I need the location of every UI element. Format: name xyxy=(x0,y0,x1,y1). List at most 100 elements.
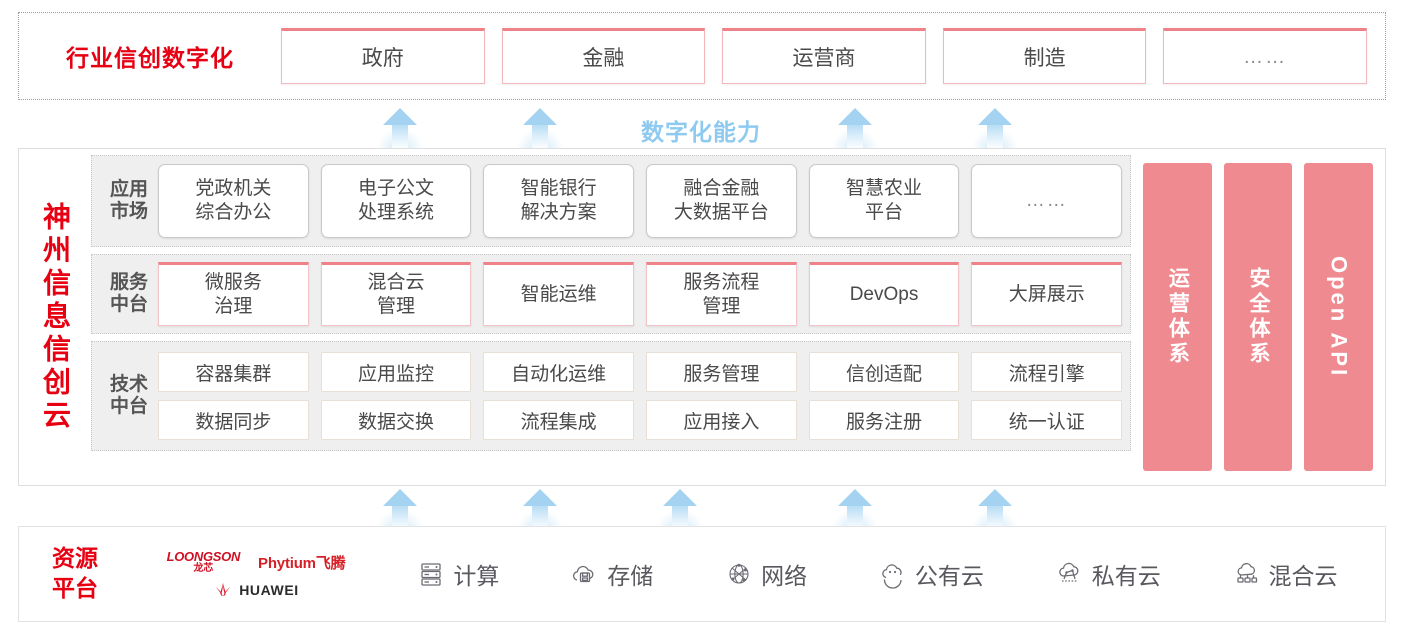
service-platform-box-list: 微服务治理 混合云管理 智能运维 服务流程管理 DevOps xyxy=(158,262,1123,326)
cloud-layers: 应用 市场 党政机关综合办公 电子公文处理系统 智能银行解决方案 融合金融大数据… xyxy=(91,149,1137,485)
resource-item-label: 计算 xyxy=(453,563,500,589)
pillar-operations-system[interactable]: 运营体系 xyxy=(1143,163,1212,471)
industry-band: 行业信创数字化 政府 金融 运营商 制造 …… xyxy=(18,12,1386,100)
tech-box-service-management[interactable]: 服务管理 xyxy=(646,352,797,392)
resource-item-compute[interactable]: 计算 xyxy=(416,557,499,591)
cloud-storage-icon xyxy=(570,559,600,589)
industry-box-manufacturing[interactable]: 制造 xyxy=(942,28,1147,84)
industry-box-label: 制造 xyxy=(1023,47,1066,70)
app-box-smart-bank[interactable]: 智能银行解决方案 xyxy=(483,164,635,238)
industry-box-more[interactable]: …… xyxy=(1163,28,1367,84)
app-box-line: 平台 xyxy=(865,202,904,223)
layer-application-market: 应用 市场 党政机关综合办公 电子公文处理系统 智能银行解决方案 融合金融大数据… xyxy=(91,155,1131,247)
resource-item-private-cloud[interactable]: 私有云 xyxy=(1055,557,1161,591)
svc-box-big-screen-display[interactable]: 大屏展示 xyxy=(971,262,1123,326)
hybrid-cloud-icon xyxy=(1232,559,1262,589)
up-arrow-icon xyxy=(832,108,878,150)
huawei-logo: HUAWEI xyxy=(213,582,299,598)
layer-label-line: 应用 xyxy=(109,179,148,201)
application-market-box-list: 党政机关综合办公 电子公文处理系统 智能银行解决方案 融合金融大数据平台 智慧农… xyxy=(158,164,1123,238)
svc-box-devops[interactable]: DevOps xyxy=(808,262,960,326)
app-box-edoc-system[interactable]: 电子公文处理系统 xyxy=(320,164,472,238)
loongson-logo-cn: 龙芯 xyxy=(193,563,214,574)
pillar-label: 安全体系 xyxy=(1247,267,1270,367)
tech-box-application-monitoring[interactable]: 应用监控 xyxy=(320,352,472,392)
up-arrow-icon xyxy=(517,489,563,531)
layer-label-line: 服务 xyxy=(109,272,148,294)
industry-box-label: 政府 xyxy=(361,47,404,70)
svc-box-line: 治理 xyxy=(214,296,253,317)
tech-box-xinchuang-adaptation[interactable]: 信创适配 xyxy=(808,352,960,392)
tech-box-process-integration[interactable]: 流程集成 xyxy=(483,400,635,440)
app-box-line: 智慧农业 xyxy=(846,178,923,200)
resource-item-label: 网络 xyxy=(761,563,808,589)
tech-box-application-access[interactable]: 应用接入 xyxy=(646,400,797,440)
digital-capability-label: 数字化能力 xyxy=(641,119,761,145)
layer-label-technology-platform: 技术 中台 xyxy=(100,374,158,418)
pillar-label: 运营体系 xyxy=(1166,267,1190,367)
resource-item-label: 私有云 xyxy=(1091,563,1161,589)
tech-box-process-engine[interactable]: 流程引擎 xyxy=(971,352,1123,392)
app-box-line: 智能银行 xyxy=(520,178,597,200)
app-box-line: 解决方案 xyxy=(520,202,597,223)
industry-box-label: 运营商 xyxy=(792,47,856,70)
private-cloud-icon xyxy=(1055,559,1085,589)
tech-box-unified-auth[interactable]: 统一认证 xyxy=(971,400,1123,440)
industry-box-list: 政府 金融 运营商 制造 …… xyxy=(281,28,1385,84)
svc-box-line: DevOps xyxy=(849,284,919,306)
up-arrow-icon xyxy=(972,489,1018,531)
up-arrow-icon xyxy=(377,489,423,531)
network-mesh-icon xyxy=(724,559,754,589)
resource-item-hybrid-cloud[interactable]: 混合云 xyxy=(1232,557,1338,591)
resource-platform-band: 资源 平台 LOONGSON 龙芯 Phytium飞腾 xyxy=(18,526,1386,622)
vendor-logo-row-2: HUAWEI xyxy=(213,582,299,598)
industry-box-finance[interactable]: 金融 xyxy=(501,28,706,84)
industry-box-label: …… xyxy=(1243,45,1288,68)
svc-box-line: 混合云 xyxy=(367,272,425,294)
resource-item-public-cloud[interactable]: 公有云 xyxy=(878,557,984,591)
layer-label-service-platform: 服务 中台 xyxy=(100,272,158,316)
resource-item-network[interactable]: 网络 xyxy=(724,557,807,591)
layer-label-line: 中台 xyxy=(109,396,148,417)
loongson-logo-text: LOONGSON xyxy=(166,549,241,564)
app-box-fintech-bigdata[interactable]: 融合金融大数据平台 xyxy=(646,164,797,238)
app-box-government-office[interactable]: 党政机关综合办公 xyxy=(158,164,309,238)
industry-box-operator[interactable]: 运营商 xyxy=(722,28,926,84)
svc-box-service-process-management[interactable]: 服务流程管理 xyxy=(646,262,797,326)
app-box-more[interactable]: …… xyxy=(971,164,1123,238)
tech-box-service-registry[interactable]: 服务注册 xyxy=(808,400,960,440)
vendor-logo-row-1: LOONGSON 龙芯 Phytium飞腾 xyxy=(167,550,346,574)
industry-box-government[interactable]: 政府 xyxy=(281,28,485,84)
technology-row-2: 数据同步 数据交换 流程集成 应用接入 服务注册 统一认证 xyxy=(158,400,1123,440)
tech-box-data-exchange[interactable]: 数据交换 xyxy=(320,400,472,440)
tech-box-automated-ops[interactable]: 自动化运维 xyxy=(483,352,635,392)
phytium-logo: Phytium飞腾 xyxy=(258,554,346,572)
svc-box-line: 大屏展示 xyxy=(1008,284,1085,306)
resource-title-line: 平台 xyxy=(52,575,98,601)
app-box-line: 电子公文 xyxy=(358,178,435,200)
cloud-platform-container: 神州信息信创云 应用 市场 党政机关综合办公 电子公文处理系统 智能银行 xyxy=(18,148,1386,486)
resource-platform-title: 资源 平台 xyxy=(19,544,131,604)
layer-label-line: 中台 xyxy=(109,294,148,315)
industry-box-label: 金融 xyxy=(582,47,625,70)
server-icon xyxy=(416,559,446,589)
resource-item-storage[interactable]: 存储 xyxy=(570,557,653,591)
technology-row-1: 容器集群 应用监控 自动化运维 服务管理 信创适配 流程引擎 xyxy=(158,352,1123,392)
svc-box-intelligent-ops[interactable]: 智能运维 xyxy=(483,262,635,326)
svc-box-line: 微服务 xyxy=(204,272,262,294)
resource-item-label: 公有云 xyxy=(914,563,984,589)
cloud-platform-title: 神州信息信创云 xyxy=(19,149,91,485)
app-box-smart-agriculture[interactable]: 智慧农业平台 xyxy=(808,164,960,238)
pillar-label: Open API xyxy=(1326,255,1352,379)
layer-label-application-market: 应用 市场 xyxy=(100,179,158,223)
app-box-line: 处理系统 xyxy=(358,202,435,223)
pillar-security-system[interactable]: 安全体系 xyxy=(1223,163,1293,471)
svc-box-microservice-governance[interactable]: 微服务治理 xyxy=(158,262,309,326)
tech-box-data-sync[interactable]: 数据同步 xyxy=(158,400,309,440)
tech-box-container-cluster[interactable]: 容器集群 xyxy=(158,352,309,392)
resource-item-label: 混合云 xyxy=(1268,563,1338,589)
svc-box-hybrid-cloud-management[interactable]: 混合云管理 xyxy=(320,262,472,326)
app-box-line: 党政机关 xyxy=(195,178,272,200)
up-arrow-icon xyxy=(377,108,423,150)
pillar-open-api[interactable]: Open API xyxy=(1304,163,1374,471)
